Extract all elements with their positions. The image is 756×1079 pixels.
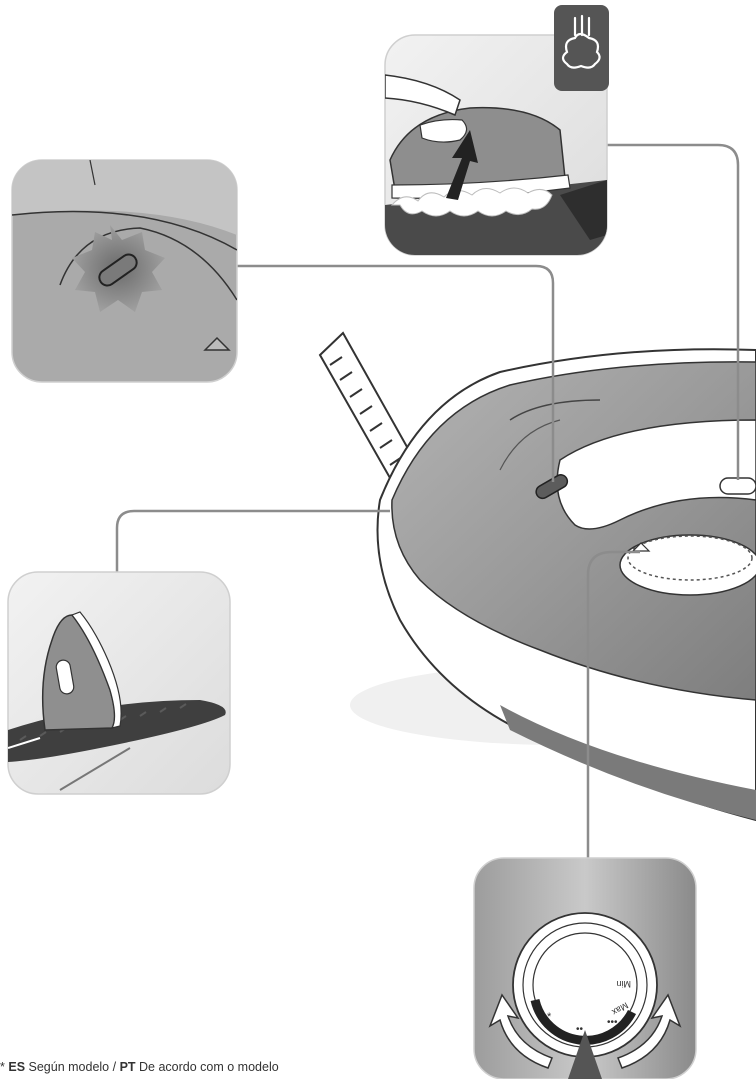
- dial-marker-triangle: [631, 542, 651, 552]
- thermostat-dial[interactable]: [619, 534, 756, 596]
- spray-button[interactable]: [719, 477, 756, 495]
- panel-temperature-dial: Min Max * •• •••: [473, 857, 697, 1079]
- rotate-left-arrow: [488, 993, 553, 1069]
- dial-setting-3: •••: [607, 1017, 618, 1028]
- dial-min-label: Min: [616, 979, 631, 989]
- connector-base: [115, 509, 390, 572]
- model-footnote: * ES Según modelo / PT De acordo com o m…: [0, 1060, 279, 1074]
- connector-lines: [115, 143, 740, 858]
- pointer-triangle: [568, 1030, 602, 1079]
- steam-cloud-icon: [561, 14, 601, 69]
- footnote-es-text: Según modelo /: [25, 1060, 120, 1074]
- steam-cloud: [390, 187, 553, 217]
- steam-shot-button[interactable]: [534, 472, 570, 500]
- push-arrow: [446, 130, 478, 200]
- connector-spray: [607, 143, 740, 480]
- iron-main-illustration: [318, 331, 756, 822]
- footnote-asterisk: *: [0, 1060, 5, 1074]
- marker-triangle: [203, 336, 231, 351]
- footnote-pt-text: De acordo com o modelo: [135, 1060, 279, 1074]
- steam-button-closeup: [98, 253, 138, 287]
- connector-dial: [586, 550, 640, 858]
- panel-steam-button: [11, 159, 238, 383]
- steam-badge: [554, 5, 609, 91]
- temperature-scale: [530, 998, 637, 1045]
- iron-handle-opening: [556, 419, 756, 530]
- footnote-es-code: ES: [8, 1060, 26, 1074]
- panel-steam-spray: [384, 34, 608, 256]
- iron-sole-band: [500, 705, 756, 820]
- rotate-right-arrow: [617, 993, 682, 1069]
- connector-steam-button: [237, 264, 555, 482]
- dial-setting-2: ••: [576, 1024, 584, 1035]
- dial-setting-1: *: [547, 1011, 552, 1023]
- panel-iron-standing: [7, 571, 231, 795]
- footnote-pt-code: PT: [119, 1060, 136, 1074]
